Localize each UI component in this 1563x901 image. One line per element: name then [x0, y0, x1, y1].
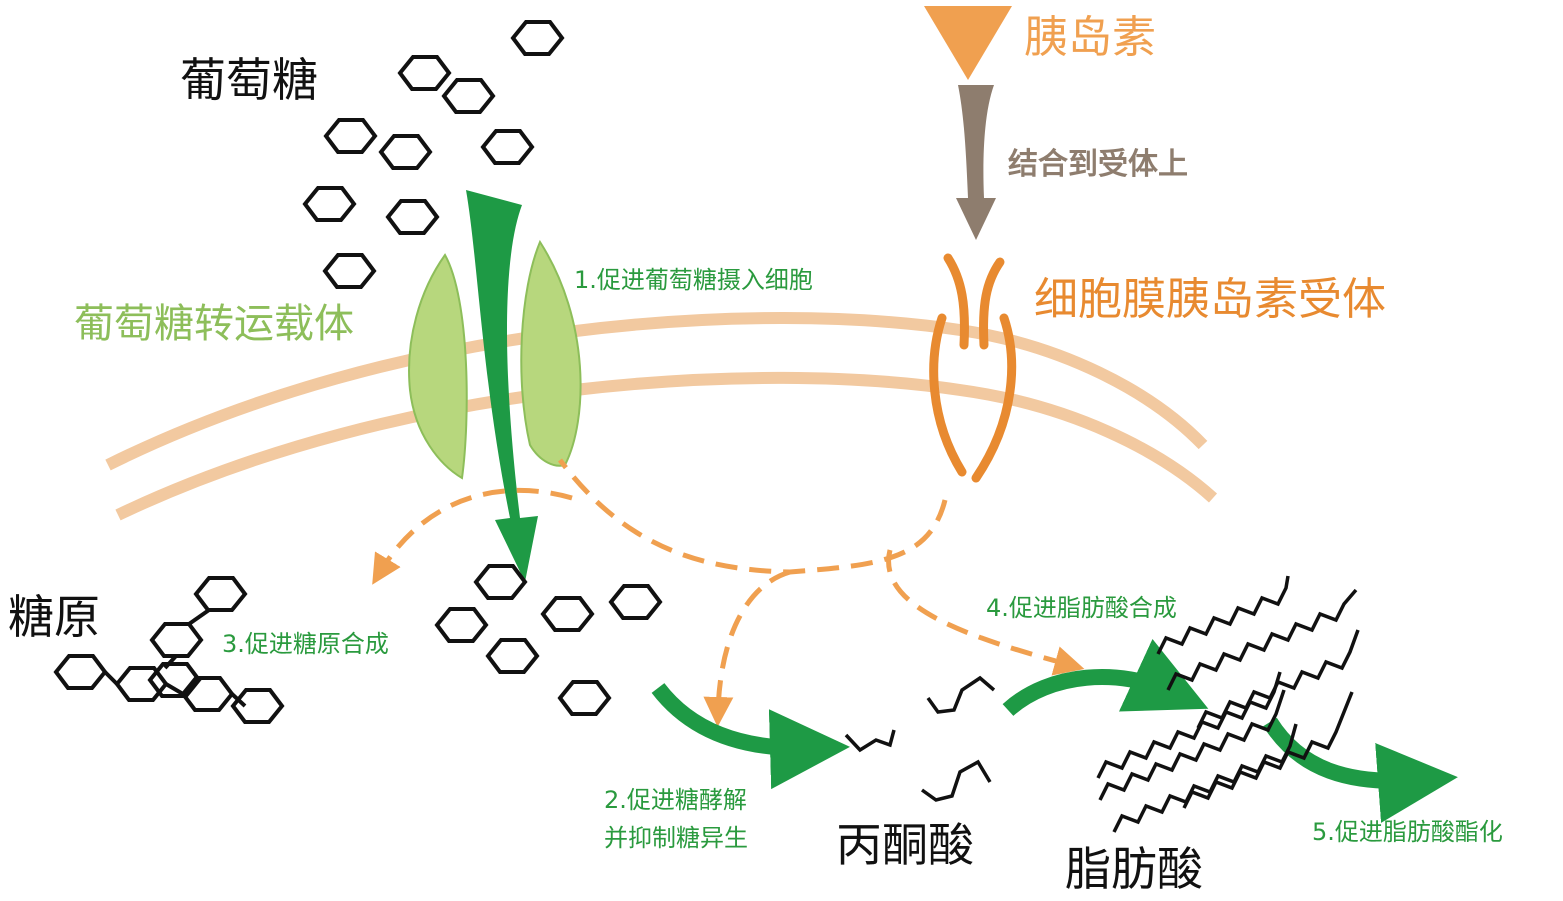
- fatty-acid-label: 脂肪酸: [1065, 842, 1203, 896]
- glucose-uptake-arrow: [466, 190, 538, 582]
- fatty-acid-synthesis-arrow: [1002, 638, 1209, 717]
- glucose-hexagon: [473, 564, 528, 600]
- glucose-label: 葡萄糖: [180, 53, 318, 107]
- glucose-hexagon: [322, 253, 377, 289]
- glucose-hexagon: [480, 129, 535, 165]
- glucose-transporter-right: [520, 239, 582, 467]
- esterification-arrow: [1263, 717, 1458, 823]
- step5-label: 5.促进脂肪酸酯化: [1312, 818, 1503, 846]
- glucose-hexagon: [323, 118, 378, 154]
- insulin-receptor: [929, 253, 1017, 483]
- glucose-hexagon: [557, 680, 612, 716]
- pyruvate-molecules: [844, 675, 996, 802]
- glucose-hexagon: [434, 607, 489, 643]
- insulin-label: 胰岛素: [1024, 12, 1156, 63]
- pyruvate-label: 丙酮酸: [836, 818, 974, 872]
- transporter-label: 葡萄糖转运载体: [74, 301, 354, 347]
- cell-membrane-inner: [115, 371, 1218, 521]
- step2-label-line2: 并抑制糖异生: [604, 824, 748, 852]
- cell-membrane-outer: [105, 312, 1208, 471]
- glucose-molecules-outside: [302, 20, 565, 289]
- receptor-label: 细胞膜胰岛素受体: [1034, 274, 1386, 325]
- glucose-hexagon: [302, 186, 357, 222]
- bind-arrow: [956, 85, 996, 240]
- step3-label: 3.促进糖原合成: [222, 630, 389, 658]
- bind-receptor-label: 结合到受体上: [1008, 147, 1188, 182]
- fatty-acid-chains: [1096, 575, 1360, 833]
- glycogen-chain: [53, 576, 285, 724]
- glucose-hexagon: [608, 584, 663, 620]
- glycolysis-arrow: [651, 683, 850, 790]
- glucose-hexagon: [441, 78, 496, 114]
- glucose-hexagon: [397, 55, 452, 91]
- glycogen-label: 糖原: [8, 590, 100, 644]
- glucose-transporter-left: [408, 253, 468, 480]
- glucose-hexagon: [378, 134, 433, 170]
- glucose-hexagon: [385, 199, 440, 235]
- step2-label-line1: 2.促进糖酵解: [604, 786, 747, 814]
- signaling-paths: [372, 458, 1085, 727]
- step4-label: 4.促进脂肪酸合成: [986, 594, 1177, 622]
- step1-label: 1.促进葡萄糖摄入细胞: [574, 266, 813, 294]
- glucose-hexagon: [540, 596, 595, 632]
- glucose-hexagon: [510, 20, 565, 56]
- glucose-molecules-inside: [434, 564, 663, 716]
- insulin-triangle: [924, 6, 1012, 80]
- glucose-hexagon: [485, 638, 540, 674]
